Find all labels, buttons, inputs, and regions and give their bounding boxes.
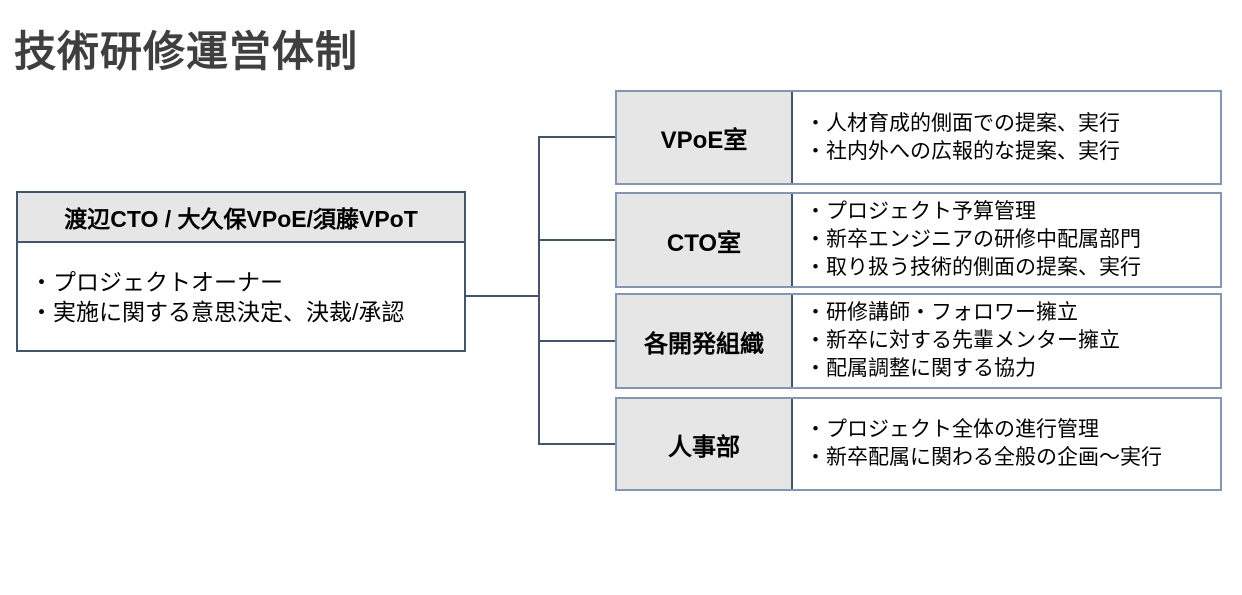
org-box-label: VPoE室 xyxy=(617,92,793,183)
org-box-body: ・人材育成的側面での提案、実行 ・社内外への広報的な提案、実行 xyxy=(793,92,1220,183)
owner-box-body: ・プロジェクトオーナー ・実施に関する意思決定、決裁/承認 xyxy=(18,243,464,350)
org-item: ・新卒に対する先輩メンター擁立 xyxy=(805,329,1120,352)
org-box-hr: 人事部 ・プロジェクト全体の進行管理 ・新卒配属に関わる全般の企画〜実行 xyxy=(615,397,1222,491)
connector-branch-vpoe xyxy=(540,136,615,138)
org-item: ・社内外への広報的な提案、実行 xyxy=(805,139,1120,163)
org-box-label: CTO室 xyxy=(617,194,793,286)
org-box-body: ・プロジェクト全体の進行管理 ・新卒配属に関わる全般の企画〜実行 xyxy=(793,399,1220,489)
org-box-label: 各開発組織 xyxy=(617,295,793,387)
owner-box-header: 渡辺CTO / 大久保VPoE/須藤VPoT xyxy=(18,193,464,243)
org-box-body: ・プロジェクト予算管理 ・新卒エンジニアの研修中配属部門 ・取り扱う技術的側面の… xyxy=(793,194,1220,286)
org-box-dev-orgs: 各開発組織 ・研修講師・フォロワー擁立 ・新卒に対する先輩メンター擁立 ・配属調… xyxy=(615,293,1222,389)
org-box-label: 人事部 xyxy=(617,399,793,489)
org-item: ・プロジェクト全体の進行管理 xyxy=(805,418,1099,441)
connector-trunk xyxy=(538,136,540,445)
org-box-cto: CTO室 ・プロジェクト予算管理 ・新卒エンジニアの研修中配属部門 ・取り扱う技… xyxy=(615,192,1222,288)
connector-branch-dev xyxy=(540,340,615,342)
connector-branch-cto xyxy=(540,239,615,241)
owner-box: 渡辺CTO / 大久保VPoE/須藤VPoT ・プロジェクトオーナー ・実施に関… xyxy=(16,191,466,352)
org-box-vpoe: VPoE室 ・人材育成的側面での提案、実行 ・社内外への広報的な提案、実行 xyxy=(615,90,1222,185)
page-title: 技術研修運営体制 xyxy=(14,28,359,75)
connector-stem xyxy=(464,295,540,297)
org-item: ・プロジェクト予算管理 xyxy=(805,200,1036,223)
org-item: ・人材育成的側面での提案、実行 xyxy=(805,111,1120,135)
org-item: ・新卒エンジニアの研修中配属部門 xyxy=(805,228,1141,251)
org-item: ・配属調整に関する協力 xyxy=(805,357,1036,380)
org-box-body: ・研修講師・フォロワー擁立 ・新卒に対する先輩メンター擁立 ・配属調整に関する協… xyxy=(793,295,1220,387)
org-item: ・研修講師・フォロワー擁立 xyxy=(805,301,1078,324)
org-item: ・新卒配属に関わる全般の企画〜実行 xyxy=(805,446,1162,469)
owner-item: ・実施に関する意思決定、決裁/承認 xyxy=(30,298,405,325)
org-item: ・取り扱う技術的側面の提案、実行 xyxy=(805,256,1141,279)
connector-branch-hr xyxy=(540,443,615,445)
owner-item: ・プロジェクトオーナー xyxy=(30,268,283,295)
